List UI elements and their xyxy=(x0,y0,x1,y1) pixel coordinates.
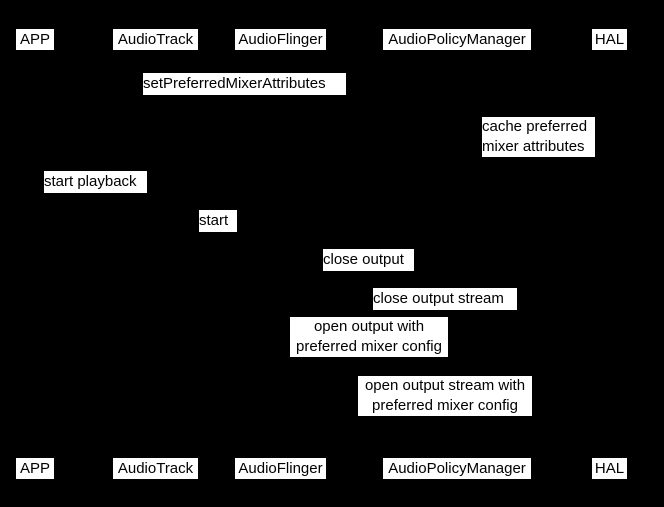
participant-header-audioflinger: AudioFlinger xyxy=(235,29,326,50)
arrowhead-close-output-stream xyxy=(602,306,609,314)
selfloop-cache-preferred-mixer-attributes xyxy=(457,112,476,158)
arrow-close-output xyxy=(280,271,457,272)
arrowhead-open-output-with-preferred-mixer-config xyxy=(450,353,457,361)
arrowhead-open-output-stream-with-preferred-mixer-config xyxy=(602,412,609,420)
participant-header-audiopolicymanager: AudioPolicyManager xyxy=(383,29,531,50)
participant-footer-audiotrack: AudioTrack xyxy=(113,458,198,479)
participant-footer-audiopolicymanager: AudioPolicyManager xyxy=(383,458,531,479)
message-label-start: start xyxy=(199,210,237,232)
lifeline-audioflinger xyxy=(280,52,281,455)
participant-header-app: APP xyxy=(16,29,54,50)
arrow-set-preferred-mixer-attributes xyxy=(155,95,457,96)
lifeline-audiotrack xyxy=(155,52,156,455)
participant-footer-app: APP xyxy=(16,458,54,479)
arrowhead-start-playback xyxy=(148,189,155,197)
arrow-open-output-with-preferred-mixer-config xyxy=(280,357,457,358)
participant-footer-hal: HAL xyxy=(592,458,627,479)
lifeline-hal xyxy=(609,52,610,455)
arrowhead-close-output xyxy=(450,267,457,275)
arrowhead-start xyxy=(273,228,280,236)
message-label-close-output-stream: close output stream xyxy=(373,288,517,310)
arrow-open-output-stream-with-preferred-mixer-config xyxy=(457,416,609,417)
message-line-2: preferred mixer config xyxy=(296,338,442,355)
message-line-2: mixer attributes xyxy=(482,138,585,155)
message-line-2: preferred mixer config xyxy=(372,397,518,414)
message-label-open-output-with-preferred-mixer-config: open output with preferred mixer config xyxy=(290,317,448,357)
message-line-1: open output stream with xyxy=(364,377,526,394)
message-label-cache-preferred-mixer-attributes: cache preferred mixer attributes xyxy=(482,117,595,157)
arrowhead-set-preferred-mixer-attributes xyxy=(450,91,457,99)
arrowhead-cache-preferred-mixer-attributes xyxy=(457,152,464,160)
lifeline-app xyxy=(35,52,36,455)
message-label-open-output-stream-with-preferred-mixer-config: open output stream with preferred mixer c… xyxy=(358,376,532,416)
participant-header-hal: HAL xyxy=(592,29,627,50)
participant-header-audiotrack: AudioTrack xyxy=(113,29,198,50)
message-line-1: cache preferred xyxy=(482,118,588,135)
message-label-set-preferred-mixer-attributes: setPreferredMixerAttributes xyxy=(143,73,346,95)
arrow-close-output-stream xyxy=(457,310,609,311)
message-label-start-playback: start playback xyxy=(44,171,147,193)
lifeline-audiopolicymanager xyxy=(457,52,458,455)
participant-footer-audioflinger: AudioFlinger xyxy=(235,458,326,479)
message-line-1: open output with xyxy=(313,318,425,335)
message-label-close-output: close output xyxy=(323,249,414,271)
arrow-start-playback xyxy=(35,193,155,194)
arrow-start xyxy=(155,232,280,233)
